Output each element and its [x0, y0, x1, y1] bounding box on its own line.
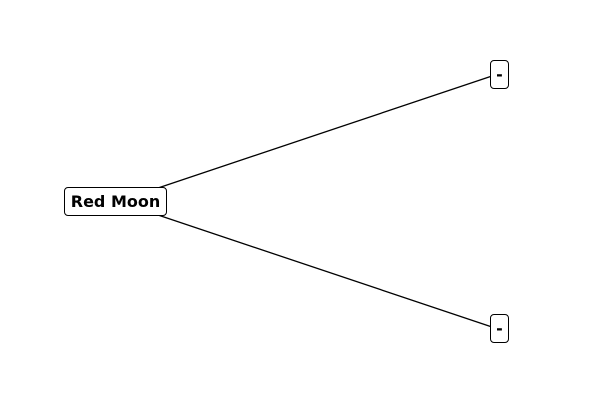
- child-node-2[interactable]: -: [490, 314, 509, 343]
- connector-line-root-to-child-2: [157, 214, 493, 328]
- root-node[interactable]: Red Moon: [64, 187, 167, 216]
- child-node-1-label: -: [496, 65, 503, 84]
- root-node-label: Red Moon: [70, 192, 161, 211]
- child-node-1[interactable]: -: [490, 60, 509, 89]
- child-node-2-label: -: [496, 319, 503, 338]
- connector-line-root-to-child-1: [157, 75, 493, 189]
